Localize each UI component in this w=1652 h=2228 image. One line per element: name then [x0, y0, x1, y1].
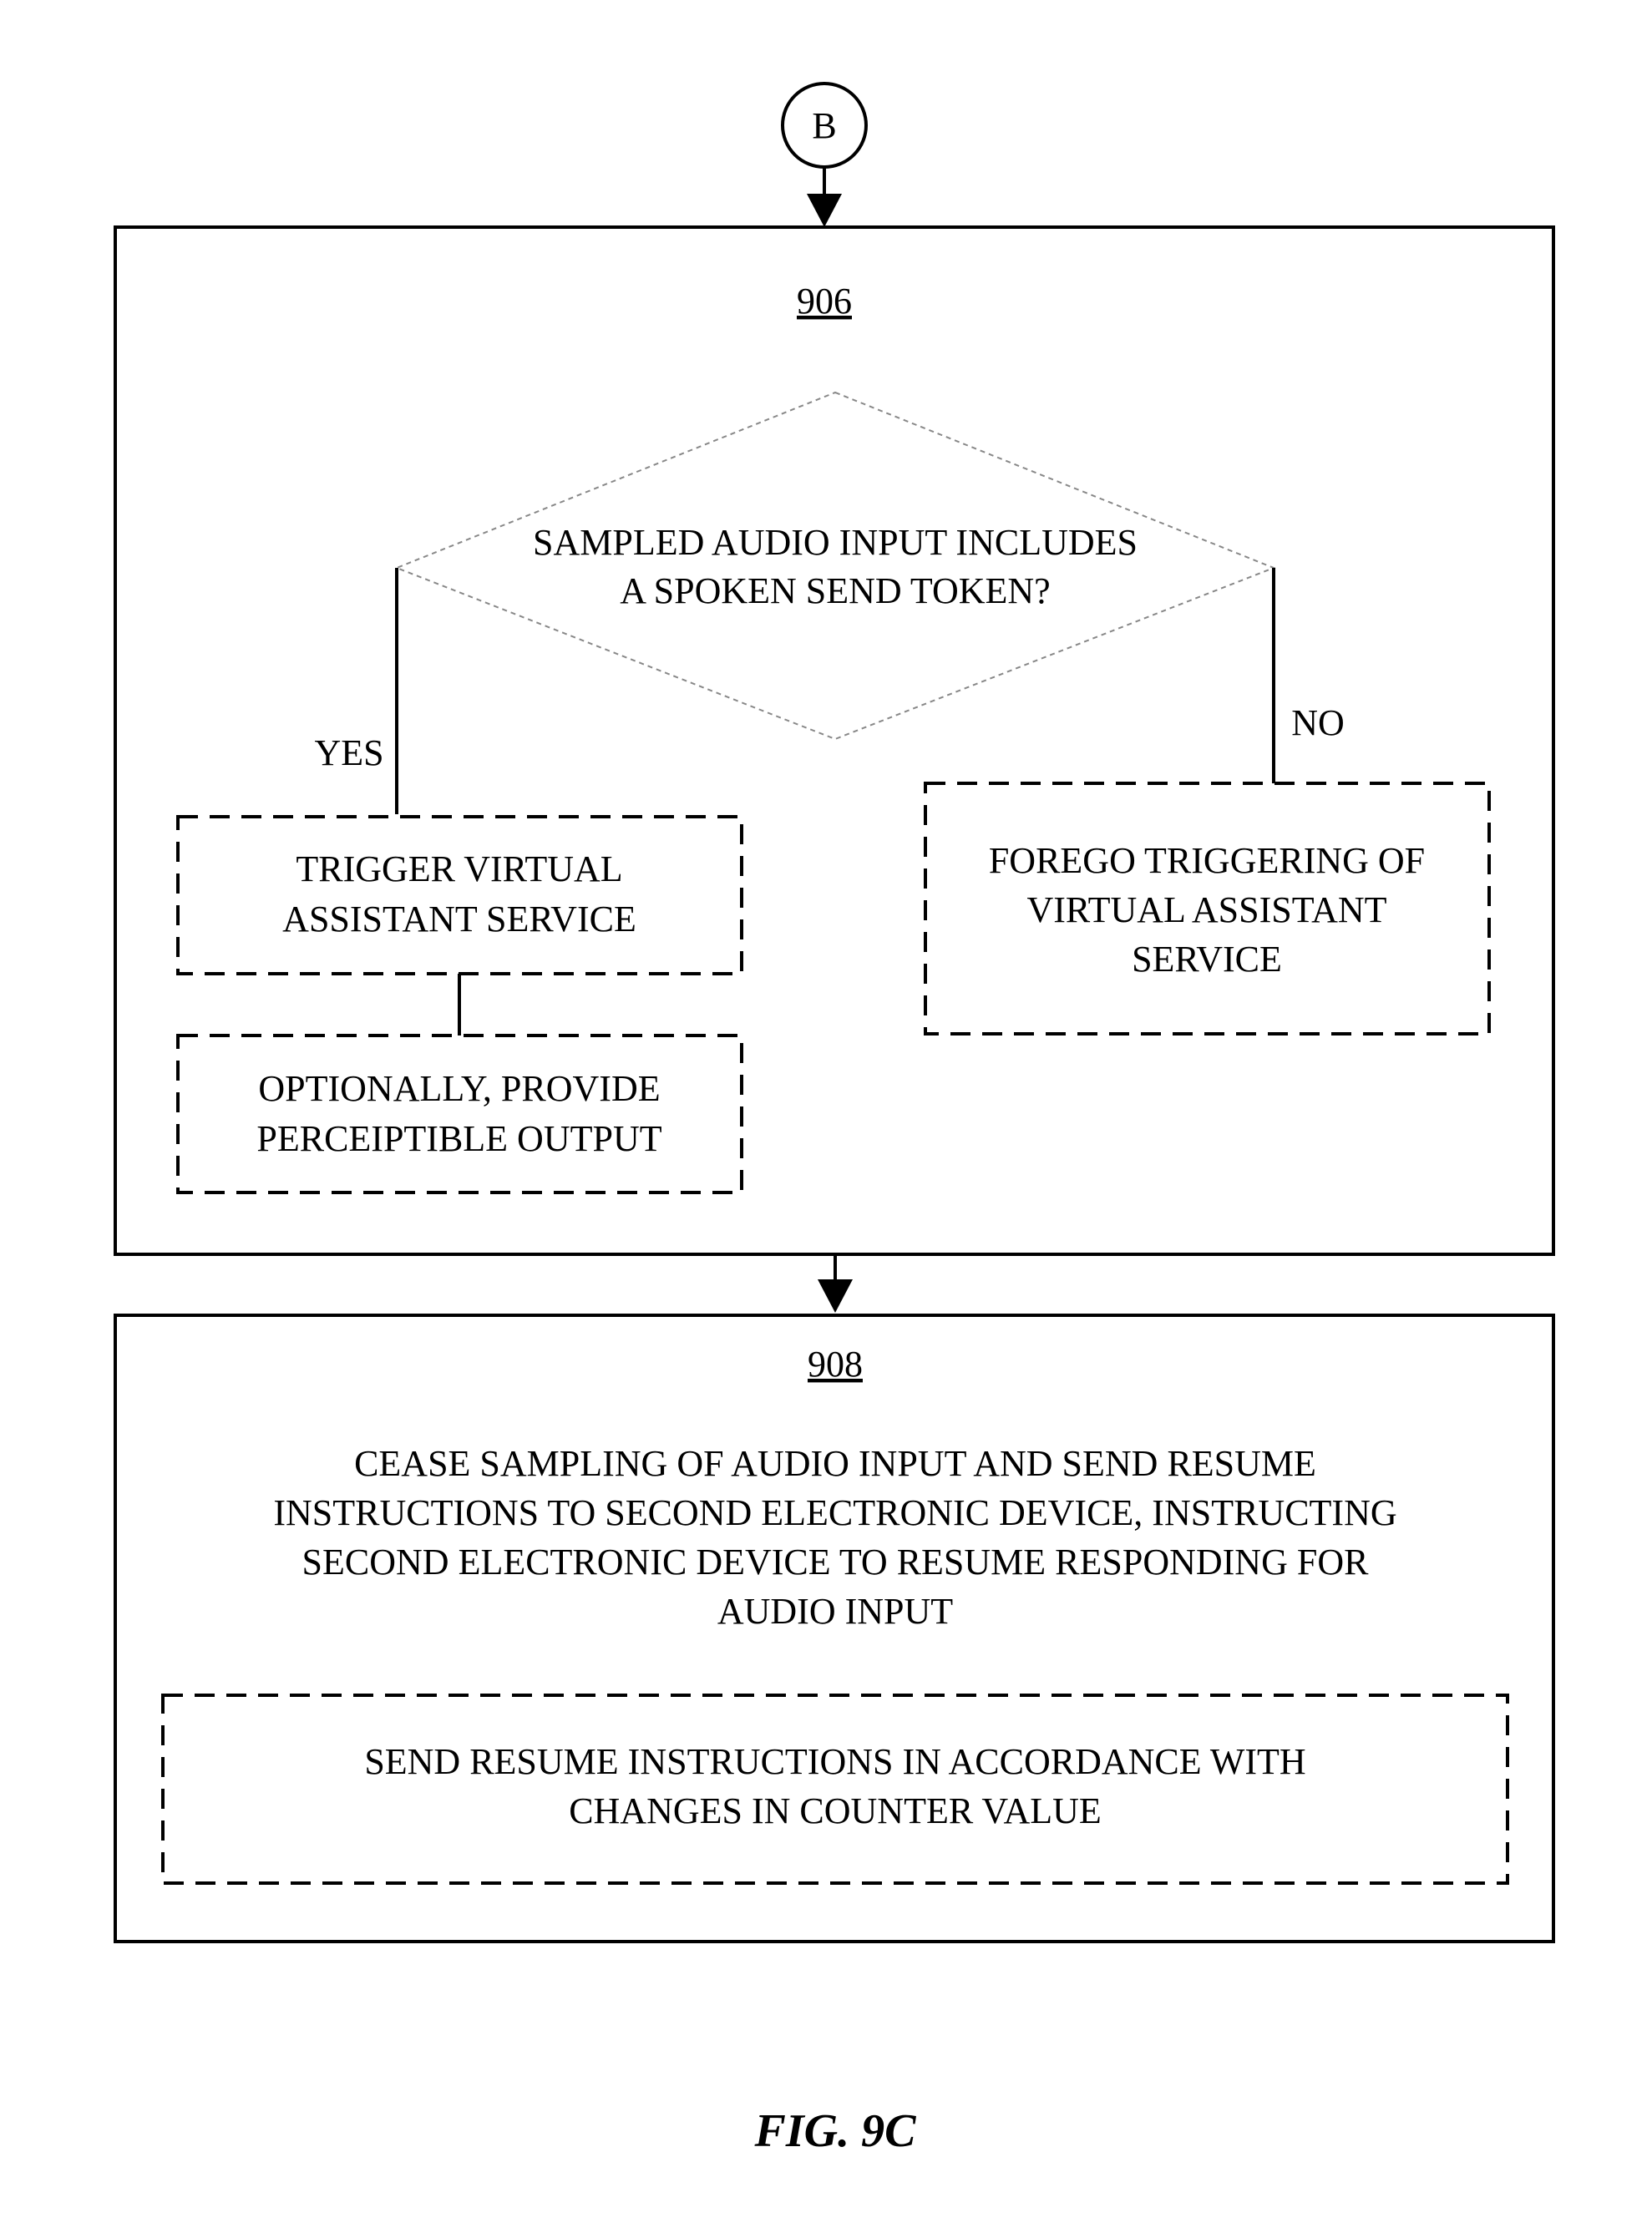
block-908-line-1: CEASE SAMPLING OF AUDIO INPUT AND SEND R…	[354, 1443, 1316, 1484]
forego-trigger-line-3: SERVICE	[1132, 939, 1282, 980]
arrow-connector-to-906	[807, 167, 842, 227]
block-908-line-3: SECOND ELECTRONIC DEVICE TO RESUME RESPO…	[302, 1542, 1370, 1582]
connector-b: B	[783, 84, 866, 167]
trigger-assistant-box	[178, 817, 742, 974]
block-908-line-2: INSTRUCTIONS TO SECOND ELECTRONIC DEVICE…	[273, 1492, 1396, 1533]
send-resume-line-2: CHANGES IN COUNTER VALUE	[569, 1790, 1102, 1831]
decision-text-line-2: A SPOKEN SEND TOKEN?	[620, 570, 1050, 611]
arrow-906-to-908	[818, 1254, 853, 1313]
figure-label: FIG. 9C	[754, 2105, 917, 2157]
forego-trigger-line-1: FOREGO TRIGGERING OF	[989, 840, 1425, 881]
trigger-assistant-line-2: ASSISTANT SERVICE	[282, 899, 636, 939]
perceptible-output-line-1: OPTIONALLY, PROVIDE	[258, 1068, 660, 1109]
block-908-ref: 908	[808, 1344, 863, 1385]
send-resume-box	[163, 1695, 1508, 1883]
decision-text-line-1: SAMPLED AUDIO INPUT INCLUDES	[533, 522, 1138, 563]
perceptible-output-line-2: PERCEIPTIBLE OUTPUT	[256, 1118, 661, 1159]
send-resume-line-1: SEND RESUME INSTRUCTIONS IN ACCORDANCE W…	[364, 1741, 1305, 1782]
no-label: NO	[1291, 702, 1345, 743]
block-906-ref: 906	[797, 281, 852, 322]
perceptible-output-box	[178, 1036, 742, 1192]
block-908-line-4: AUDIO INPUT	[717, 1591, 953, 1632]
decision-diamond	[397, 392, 1274, 739]
forego-trigger-line-2: VIRTUAL ASSISTANT	[1027, 889, 1387, 930]
trigger-assistant-line-1: TRIGGER VIRTUAL	[296, 848, 622, 889]
yes-label: YES	[314, 732, 383, 773]
connector-label: B	[812, 105, 836, 146]
